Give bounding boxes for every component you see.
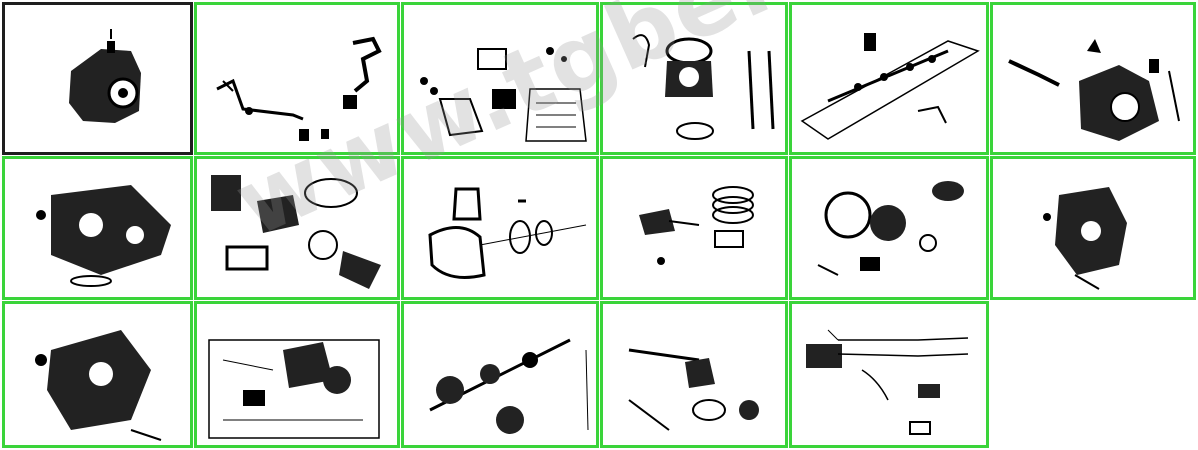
engine-assembly-diagram: [69, 29, 141, 123]
camshaft-diagram: [800, 33, 980, 140]
crankcase-cover-diagram: [1008, 39, 1180, 141]
oil-pump-diagram: [211, 175, 381, 289]
thumbnail-cvt-drive[interactable]: [194, 301, 400, 448]
crankshaft-diagram: [639, 186, 754, 265]
thumbnail-carburetor-parts[interactable]: [401, 2, 599, 155]
thumbnail-transmission-gears[interactable]: [2, 301, 193, 448]
thumbnail-camshaft-chain[interactable]: [789, 2, 989, 155]
thumbnail-cylinder[interactable]: [401, 156, 599, 300]
throttle-cables-diagram: [806, 329, 969, 435]
left-cover-diagram: [1043, 187, 1127, 290]
carburetor-diagram: [420, 47, 587, 142]
thumbnail-left-crankcase-cover[interactable]: [990, 156, 1196, 300]
thumbnail-throttle-cables[interactable]: [789, 301, 989, 448]
cylinder-diagram: [428, 187, 587, 279]
thumbnail-final-drive-shaft[interactable]: [401, 301, 599, 448]
final-drive-diagram: [429, 338, 589, 434]
transmission-diagram: [35, 330, 162, 441]
thumbnail-oil-pump-covers[interactable]: [194, 156, 400, 300]
crankcase-diagram: [36, 185, 171, 287]
thumbnail-crankcase[interactable]: [2, 156, 193, 300]
cylinder-head-diagram: [632, 34, 775, 140]
thumbnail-cylinder-head[interactable]: [600, 2, 788, 155]
intake-exhaust-diagram: [216, 36, 382, 141]
kickstarter-diagram: [628, 348, 759, 431]
cvt-drive-diagram: [208, 339, 380, 439]
starter-clutch-diagram: [817, 181, 964, 276]
thumbnail-starter-clutch[interactable]: [789, 156, 989, 300]
thumbnail-intake-exhaust-pipes[interactable]: [194, 2, 400, 155]
thumbnail-kickstarter[interactable]: [600, 301, 788, 448]
thumbnail-crankshaft-piston[interactable]: [600, 156, 788, 300]
thumbnail-right-crankcase-cover[interactable]: [990, 2, 1196, 155]
thumbnail-engine-assembly[interactable]: [2, 2, 193, 155]
